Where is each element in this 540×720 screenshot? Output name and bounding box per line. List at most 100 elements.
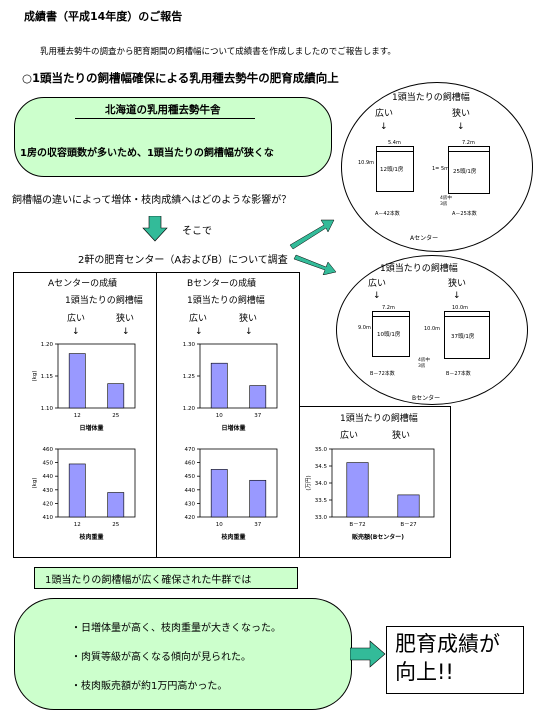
a-pen1-top: 5.4m (388, 140, 401, 146)
y-tick-label: 450 (43, 461, 54, 467)
x-category-label: 12 (74, 522, 81, 528)
result-item-1: ・日増体量が高く、枝肉重量が大きくなった。 (71, 623, 281, 634)
panel-sales-narrow: 狭い (392, 431, 411, 441)
a-pen1: 12頭/1房 (376, 146, 414, 192)
y-tick-label: 430 (43, 488, 54, 494)
panel-a-arrow-wide: ↓ (72, 327, 80, 337)
x-category-label: 10 (216, 522, 223, 528)
x-category-label: 25 (112, 522, 119, 528)
panel-sales-wide: 広い (340, 431, 359, 441)
hokkaido-title: 北海道の乳用種去勢牛舎 (105, 104, 221, 116)
y-tick-label: 440 (43, 474, 54, 480)
chart-bar (210, 469, 228, 518)
y-tick-label: 460 (43, 447, 54, 453)
hokkaido-box: 北海道の乳用種去勢牛舎 1房の収容頭数が多いため、1頭当たりの飼槽幅が狭くな (14, 97, 332, 177)
chart-bar (107, 492, 125, 518)
question-text: 飼槽幅の違いによって増体・枝肉成績へはどのような影響が？ (12, 195, 292, 206)
result-item-2: ・肉質等級が高くなる傾向が見られた。 (71, 652, 251, 663)
chart-bar (397, 494, 420, 518)
result-item-3: ・枝肉販売額が約1万円高かった。 (71, 681, 228, 692)
b-pen2-label: B－27本数 (446, 371, 471, 377)
panel-a-narrow: 狭い (116, 314, 135, 324)
circle-b-narrow: 狭い (448, 279, 467, 289)
a-pen1-side: 10.9m (358, 160, 375, 166)
y-tick-label: 1.30 (183, 342, 196, 348)
a-pen2-label: A－25本数 (452, 211, 477, 217)
panel-a-arrow-narrow: ↓ (122, 327, 130, 337)
b-pen1-label: B－72本数 (370, 371, 395, 377)
y-tick-label: 450 (185, 474, 196, 480)
circle-a-arrow-narrow: ↓ (457, 122, 465, 132)
y-tick-label: 1.15 (41, 374, 54, 380)
panel-a-wide: 広い (67, 314, 86, 324)
panel-a-title: Aセンターの成績 (48, 279, 118, 289)
b-pen1-top: 7.2m (382, 305, 395, 311)
circle-b-arrow-narrow: ↓ (453, 291, 461, 301)
y-tick-label: 460 (185, 461, 196, 467)
panel-b-wide: 広い (189, 314, 208, 324)
y-tick-label: 33.5 (315, 498, 328, 504)
chart-bar (249, 479, 267, 518)
x-category-label: B－72 (349, 522, 365, 528)
doc-intro: 乳用種去勢牛の調査から肥育期間の飼槽幅について成績書を作成しましたのでご報告しま… (40, 47, 396, 57)
x-axis-label: 枝肉重量 (78, 533, 103, 541)
y-tick-label: 33.0 (315, 515, 328, 521)
circle-center-a (341, 82, 533, 252)
x-category-label: B－27 (400, 522, 417, 528)
y-tick-label: 1.20 (41, 342, 54, 348)
a-pen1-heads: 12頭/1房 (380, 167, 404, 173)
y-tick-label: 35.0 (315, 447, 328, 453)
diagonal-arrows-icon (289, 219, 337, 275)
b-pen1: 10頭/1房 (372, 311, 410, 357)
down-arrow-icon (142, 216, 168, 242)
x-category-label: 25 (112, 413, 119, 419)
panel-sales-feed-width: 1頭当たりの飼槽幅 (340, 414, 418, 424)
y-tick-label: 420 (43, 501, 54, 507)
chart-bar (68, 353, 86, 409)
b-pen1-heads: 10頭/1房 (377, 332, 401, 338)
chart-bar (346, 462, 369, 518)
doc-heading: ○1頭当たりの飼槽幅確保による乳用種去勢牛の肥育成績向上 (22, 71, 339, 85)
y-tick-label: 430 (185, 501, 196, 507)
circle-center-b (336, 255, 528, 405)
chart-bar (107, 383, 125, 409)
conclusion-box: 肥育成績が 向上!! (386, 626, 524, 694)
b-pen2-heads: 37頭/1房 (451, 334, 475, 340)
b-pen2: 37頭/1房 (444, 311, 490, 359)
chart-bar (249, 385, 267, 409)
y-tick-label: 1.10 (41, 406, 54, 412)
y-tick-label: 1.20 (183, 406, 196, 412)
result-banner-text: 1頭当たりの飼槽幅が広く確保された牛群では (45, 575, 252, 586)
panel-a-feed-width: 1頭当たりの飼槽幅 (65, 296, 143, 306)
b-pen1-side: 9.0m (358, 325, 371, 331)
circle-a-narrow: 狭い (452, 109, 471, 119)
chart-bar (68, 463, 86, 518)
y-tick-label: 470 (185, 447, 196, 453)
circle-b-caption: Bセンター (412, 395, 441, 402)
a-pen2-heads: 25頭/1房 (453, 169, 477, 175)
result-banner: 1頭当たりの飼槽幅が広く確保された牛群では (34, 567, 298, 589)
a-pen2: 25頭/1房 (448, 146, 490, 194)
hokkaido-text: 1房の収容頭数が多いため、1頭当たりの飼槽幅が狭くな (20, 148, 274, 159)
panel-b-arrow-narrow: ↓ (245, 327, 253, 337)
right-arrow-icon (350, 640, 386, 668)
b-pen2-top: 10.0m (452, 305, 469, 311)
a-note: 4房中 3房 (440, 196, 452, 207)
x-category-label: 12 (74, 413, 81, 419)
circle-a-caption: Aセンター (410, 235, 439, 242)
a-pen2-side: 1= 5m (432, 166, 450, 172)
x-category-label: 37 (254, 413, 261, 419)
y-tick-label: 34.5 (315, 464, 328, 470)
panel-b-arrow-wide: ↓ (195, 327, 203, 337)
x-category-label: 10 (216, 413, 223, 419)
circle-a-feed-width: 1頭当たりの飼槽幅 (392, 93, 470, 103)
y-tick-label: 1.25 (183, 374, 196, 380)
a-pen2-top: 7.2m (462, 140, 475, 146)
panel-b-feed-width: 1頭当たりの飼槽幅 (187, 296, 265, 306)
soko-text: そこで (182, 226, 212, 237)
